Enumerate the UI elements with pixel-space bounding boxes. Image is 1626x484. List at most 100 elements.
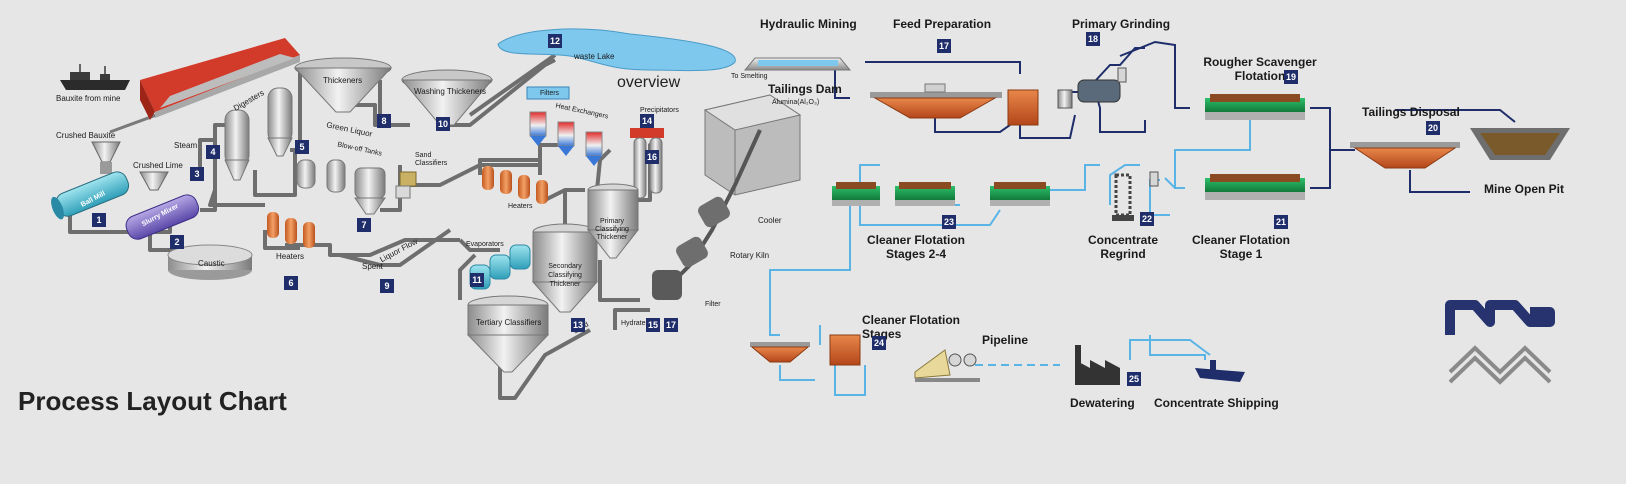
- waste-lake-label: waste Lake: [574, 52, 615, 61]
- stockpile-shed: [109, 38, 300, 134]
- waste-lake: [497, 28, 736, 72]
- thickeners-label: Thickeners: [323, 76, 363, 85]
- crushed-bauxite-label: Crushed Bauxite: [56, 131, 116, 140]
- cleaner-flotation-stages-label: Cleaner Flotation Stages: [862, 313, 961, 341]
- to-smelting-label: To Smelting: [731, 73, 768, 80]
- filters-label: Filters: [540, 90, 560, 97]
- step-badge-6: 6: [284, 276, 298, 290]
- step-badge-19: 19: [1284, 70, 1298, 84]
- washing-thickeners-label: Washing Thickeners: [414, 87, 487, 96]
- bauxite-from-mine-label: Bauxite from mine: [56, 94, 121, 103]
- hydrate-label: Hydrate: [621, 320, 646, 327]
- bayer-process-section: [51, 28, 802, 400]
- bauxite-ship: [60, 64, 130, 90]
- steam-label: Steam: [174, 141, 198, 150]
- step-badge-12: 12: [548, 34, 562, 48]
- step-badge-5: 5: [295, 140, 309, 154]
- hydraulic-mining: [743, 57, 852, 71]
- dewatering-label: Dewatering: [1070, 396, 1135, 410]
- ball-mill: [51, 171, 130, 220]
- feed-tank: [1007, 89, 1039, 126]
- caustic-label: Caustic: [198, 259, 225, 268]
- step-badge-9: 9: [380, 279, 394, 293]
- pipeline-pumps: [914, 349, 980, 382]
- concentrate-ship: [1195, 360, 1245, 382]
- mine-open-pit-label: Mine Open Pit: [1484, 182, 1565, 196]
- hoppers: [91, 141, 169, 191]
- heaters: [267, 166, 548, 248]
- rotary-kiln-label: Rotary Kiln: [730, 251, 770, 260]
- concentrate-shipping-label: Concentrate Shipping: [1154, 396, 1279, 410]
- spent-label: Spent: [362, 262, 383, 271]
- step-badge-8: 8: [377, 114, 391, 128]
- step-badge-4: 4: [206, 145, 220, 159]
- step-badge-23: 23: [942, 215, 956, 229]
- cleaner-cells-2-4: [832, 182, 1050, 206]
- pipeline-label: Pipeline: [982, 333, 1029, 347]
- step-badge-2: 2: [170, 235, 184, 249]
- step-badge-10: 10: [436, 117, 450, 131]
- cooler-label: Cooler: [758, 216, 782, 225]
- step-badge-24: 24: [872, 336, 886, 350]
- feed-prep-thickener: [870, 83, 1002, 119]
- feed-preparation-label: Feed Preparation: [893, 17, 992, 31]
- heaters2-label: Heaters: [508, 203, 533, 210]
- tertiary-classifiers: [466, 295, 550, 373]
- step-badge-17-hydrate: 17: [664, 318, 678, 332]
- hydraulic-mining-label: Hydraulic Mining: [760, 17, 857, 31]
- overview-label: overview: [617, 74, 681, 91]
- step-badge-18: 18: [1086, 32, 1100, 46]
- cooler-kiln: [652, 94, 802, 300]
- filters-unit: [526, 86, 570, 100]
- step-badge-13: 13: [571, 318, 585, 332]
- primary-classifying-thickener: [586, 183, 640, 259]
- step-badge-15: 15: [646, 318, 660, 332]
- step-badge-14: 14: [640, 114, 654, 128]
- sand-classifiers: [395, 171, 417, 199]
- evaporators-label: Evaporators: [466, 241, 504, 248]
- heat-exchangers: [529, 111, 603, 166]
- step-badge-3: 3: [190, 167, 204, 181]
- step-badge-16: 16: [645, 150, 659, 164]
- step-badge-21: 21: [1274, 215, 1288, 229]
- alumina-label: Alumina(Al₂O₃): [772, 99, 820, 106]
- grinding-mill: [1057, 67, 1127, 109]
- cleaner-flotation-stage-1-label: Cleaner Flotation Stage 1: [1191, 233, 1290, 261]
- primary-classifying-thickener-label: Primary Classifying Thickener: [595, 218, 629, 241]
- company-logo: [1445, 300, 1555, 385]
- tailings-disposal-thickener: [1350, 142, 1460, 169]
- flotation-process-section: [743, 40, 1570, 396]
- step-badge-11: 11: [470, 273, 484, 287]
- slurry-mixer: [125, 194, 200, 240]
- filter-label: Filter: [705, 301, 721, 308]
- step-badge-20: 20: [1426, 121, 1440, 135]
- step-badge-17-feed: 17: [937, 39, 951, 53]
- cleaner-thickener-lower: [750, 334, 861, 366]
- step-badge-22: 22: [1140, 212, 1154, 226]
- thickeners: [293, 57, 494, 126]
- sand-classifiers-label: Sand Classifiers: [415, 152, 448, 167]
- crushed-lime-label: Crushed Lime: [133, 161, 183, 170]
- rougher-flotation-cells: [1205, 94, 1305, 200]
- step-badge-1: 1: [92, 213, 106, 227]
- digesters: [224, 87, 293, 181]
- step-badge-25: 25: [1127, 372, 1141, 386]
- secondary-classifying-thickener-label: Secondary Classifying Thickener: [548, 263, 582, 288]
- blow-off-tanks: [296, 159, 386, 215]
- tertiary-classifiers-label: Tertiary Classifiers: [476, 318, 542, 327]
- cleaner-flotation-2-4-label: Cleaner Flotation Stages 2-4: [866, 233, 965, 261]
- concentrate-regrind-label: Concentrate Regrind: [1087, 233, 1158, 261]
- heaters-label: Heaters: [276, 252, 305, 261]
- regrind-mill: [1112, 171, 1159, 221]
- chart-title: Process Layout Chart: [18, 386, 287, 416]
- caustic-tank: [167, 244, 253, 280]
- dewatering-factory: [1075, 345, 1120, 385]
- primary-grinding-label: Primary Grinding: [1072, 17, 1171, 31]
- rougher-scavenger-flotation-label: Rougher Scavenger Flotation: [1203, 55, 1317, 83]
- tailings-disposal-label: Tailings Disposal: [1362, 105, 1460, 119]
- mine-open-pit: [1470, 128, 1570, 160]
- tailings-dam-label: Tailings Dam: [768, 82, 842, 96]
- precipitators-label: Precipitators: [640, 107, 679, 114]
- step-badge-7: 7: [357, 218, 371, 232]
